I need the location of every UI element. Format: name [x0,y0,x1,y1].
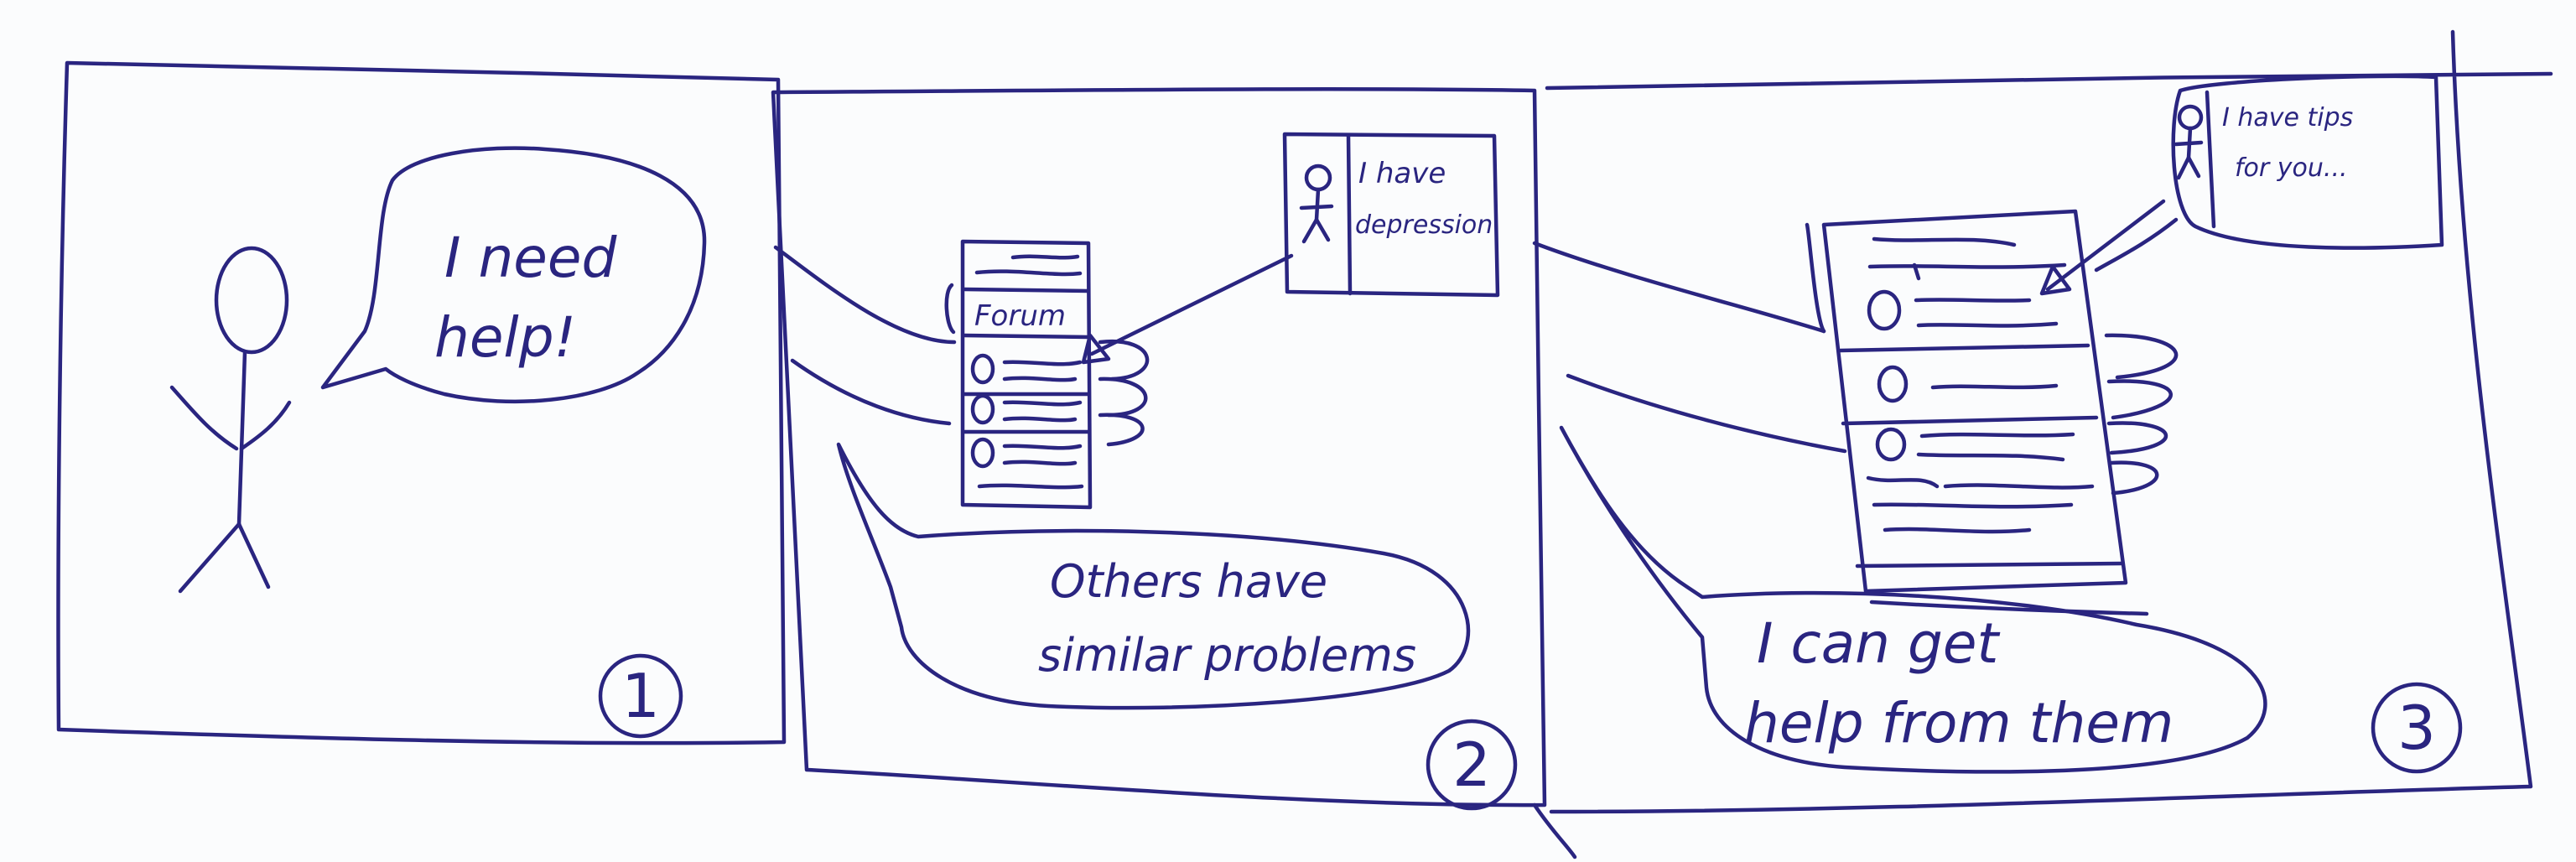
speech-text-help-from-them: help from them [1744,691,2174,756]
hand-holding-phone-3 [1532,222,2179,496]
panel-number-2: 2 [1426,719,1518,811]
panel-1: I need help! 1 [56,60,787,745]
speech-text-i-can-get: I can get [1757,611,2000,676]
speech-bubble-3: I can get help from them [1559,425,2267,774]
post-text-for-you: for you... [2235,153,2348,183]
pointer-arrow-3 [2039,199,2179,296]
panel-1-frame [56,60,787,745]
hand-holding-phone [773,245,1150,447]
panel-2-frame [771,87,1547,807]
speech-bubble-1: I need help! [320,146,707,404]
post-text-depression: depression [1355,210,1493,240]
speech-bubble-2: Others have similar problems [836,442,1471,710]
post-text-i-have: I have [1358,157,1446,190]
svg-text:3: 3 [2397,693,2436,763]
speech-text-i-need: I need [444,226,617,290]
svg-text:1: 1 [621,661,660,731]
post-card-depression: I have depression [1282,132,1500,298]
post-card-tips: I have tips for you... [2171,74,2444,250]
speech-text-help: help! [434,305,576,370]
panel-3: I have tips for you... I can get help fr… [1532,29,2553,859]
pointer-arrow [1081,253,1294,365]
speech-text-others: Others have [1050,555,1327,608]
phone-screen-3 [1821,209,2149,616]
panel-number-3: 3 [2371,682,2463,774]
stick-figure [169,246,292,594]
svg-text:2: 2 [1452,730,1491,800]
panel-number-1: 1 [598,653,683,739]
speech-text-similar: similar problems [1038,629,1416,682]
post-text-tips: I have tips [2222,103,2353,132]
phone-screen: Forum [960,239,1093,510]
phone-header-forum: Forum [974,299,1066,333]
panel-2: Forum I have [771,87,1547,811]
